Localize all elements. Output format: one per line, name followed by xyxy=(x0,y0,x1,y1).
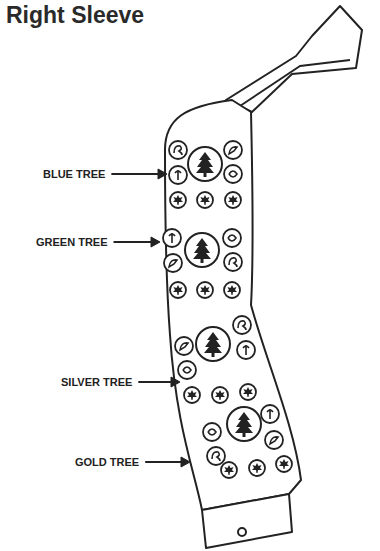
tree-badge xyxy=(188,147,222,181)
leaf-badge xyxy=(225,192,241,208)
activity-badge xyxy=(223,229,241,247)
tree-badge xyxy=(227,407,261,441)
activity-badge xyxy=(233,316,251,334)
shoulder-piece xyxy=(226,6,362,112)
leader-arrow xyxy=(114,237,160,247)
activity-badge xyxy=(237,341,255,359)
leaf-badge xyxy=(197,282,213,298)
shoulder-seam xyxy=(240,60,350,106)
activity-badge xyxy=(169,141,187,159)
leader-arrow xyxy=(145,457,190,467)
activity-badge xyxy=(164,254,182,272)
leaf-badge xyxy=(170,282,186,298)
leaf-badge xyxy=(249,460,265,476)
tree-label: GREEN TREE xyxy=(35,236,109,248)
page-title: Right Sleeve xyxy=(6,2,144,29)
activity-badge xyxy=(224,253,242,271)
tree-label: GOLD TREE xyxy=(74,456,140,468)
tree-label: BLUE TREE xyxy=(42,168,106,180)
tree-label: SILVER TREE xyxy=(60,376,133,388)
activity-badge xyxy=(169,166,187,184)
activity-badge xyxy=(265,431,283,449)
leaf-badge xyxy=(184,387,200,403)
activity-badge xyxy=(175,337,193,355)
cuff-button xyxy=(238,528,246,536)
activity-badge xyxy=(224,165,242,183)
activity-badge xyxy=(163,229,181,247)
sleeve-cuff xyxy=(202,494,292,548)
leaf-badge xyxy=(212,387,228,403)
badge-group xyxy=(169,141,242,208)
leaf-badge xyxy=(197,192,213,208)
leaf-badge xyxy=(170,192,186,208)
leader-arrow xyxy=(111,169,167,179)
leaf-badge xyxy=(276,456,292,472)
tree-badge xyxy=(196,327,230,361)
leader-arrow xyxy=(138,377,180,387)
activity-badge xyxy=(224,141,242,159)
badge-group xyxy=(175,316,256,403)
sleeve-body xyxy=(165,100,301,510)
badge-group xyxy=(163,229,242,298)
activity-badge xyxy=(207,447,225,465)
activity-badge xyxy=(178,361,196,379)
tree-badge xyxy=(185,233,219,267)
activity-badge xyxy=(261,405,279,423)
leaf-badge xyxy=(221,462,237,478)
activity-badge xyxy=(203,423,221,441)
leaf-badge xyxy=(240,384,256,400)
badge-group xyxy=(203,405,292,478)
leaf-badge xyxy=(224,282,240,298)
